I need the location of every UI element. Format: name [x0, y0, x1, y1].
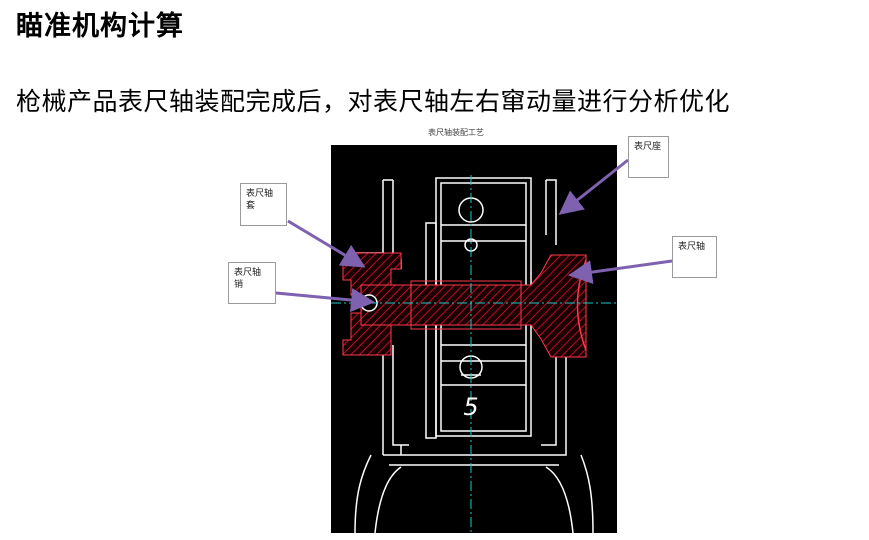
assembly-drawing: 5 — [331, 145, 617, 534]
page-title: 瞄准机构计算 — [16, 11, 184, 42]
sight-seat-outline — [351, 179, 594, 534]
figure-caption: 表尺轴装配工艺 — [428, 128, 484, 137]
callout-shaft-sleeve: 表尺轴 套 — [240, 183, 287, 226]
scale-number: 5 — [463, 393, 478, 421]
callout-shaft-sleeve-line1: 表尺轴 — [246, 189, 274, 199]
callout-shaft-pin: 表尺轴 销 — [228, 262, 276, 304]
callout-shaft-pin-line1: 表尺轴 — [234, 268, 262, 278]
callout-shaft-label: 表尺轴 — [678, 242, 706, 252]
callout-shaft-sleeve-line2: 套 — [246, 201, 256, 211]
cad-drawing: 5 — [331, 175, 617, 534]
callout-shaft-pin-line2: 销 — [234, 280, 244, 290]
shaft-assembly — [342, 252, 587, 358]
callout-sight-seat-label: 表尺座 — [634, 142, 662, 152]
page-subtitle: 枪械产品表尺轴装配完成后，对表尺轴左右窜动量进行分析优化 — [16, 87, 731, 116]
callout-sight-seat: 表尺座 — [628, 136, 669, 178]
center-lines — [331, 175, 617, 533]
callout-shaft: 表尺轴 — [672, 236, 717, 278]
shaft-section — [360, 254, 587, 358]
shaft-collar — [410, 280, 522, 330]
